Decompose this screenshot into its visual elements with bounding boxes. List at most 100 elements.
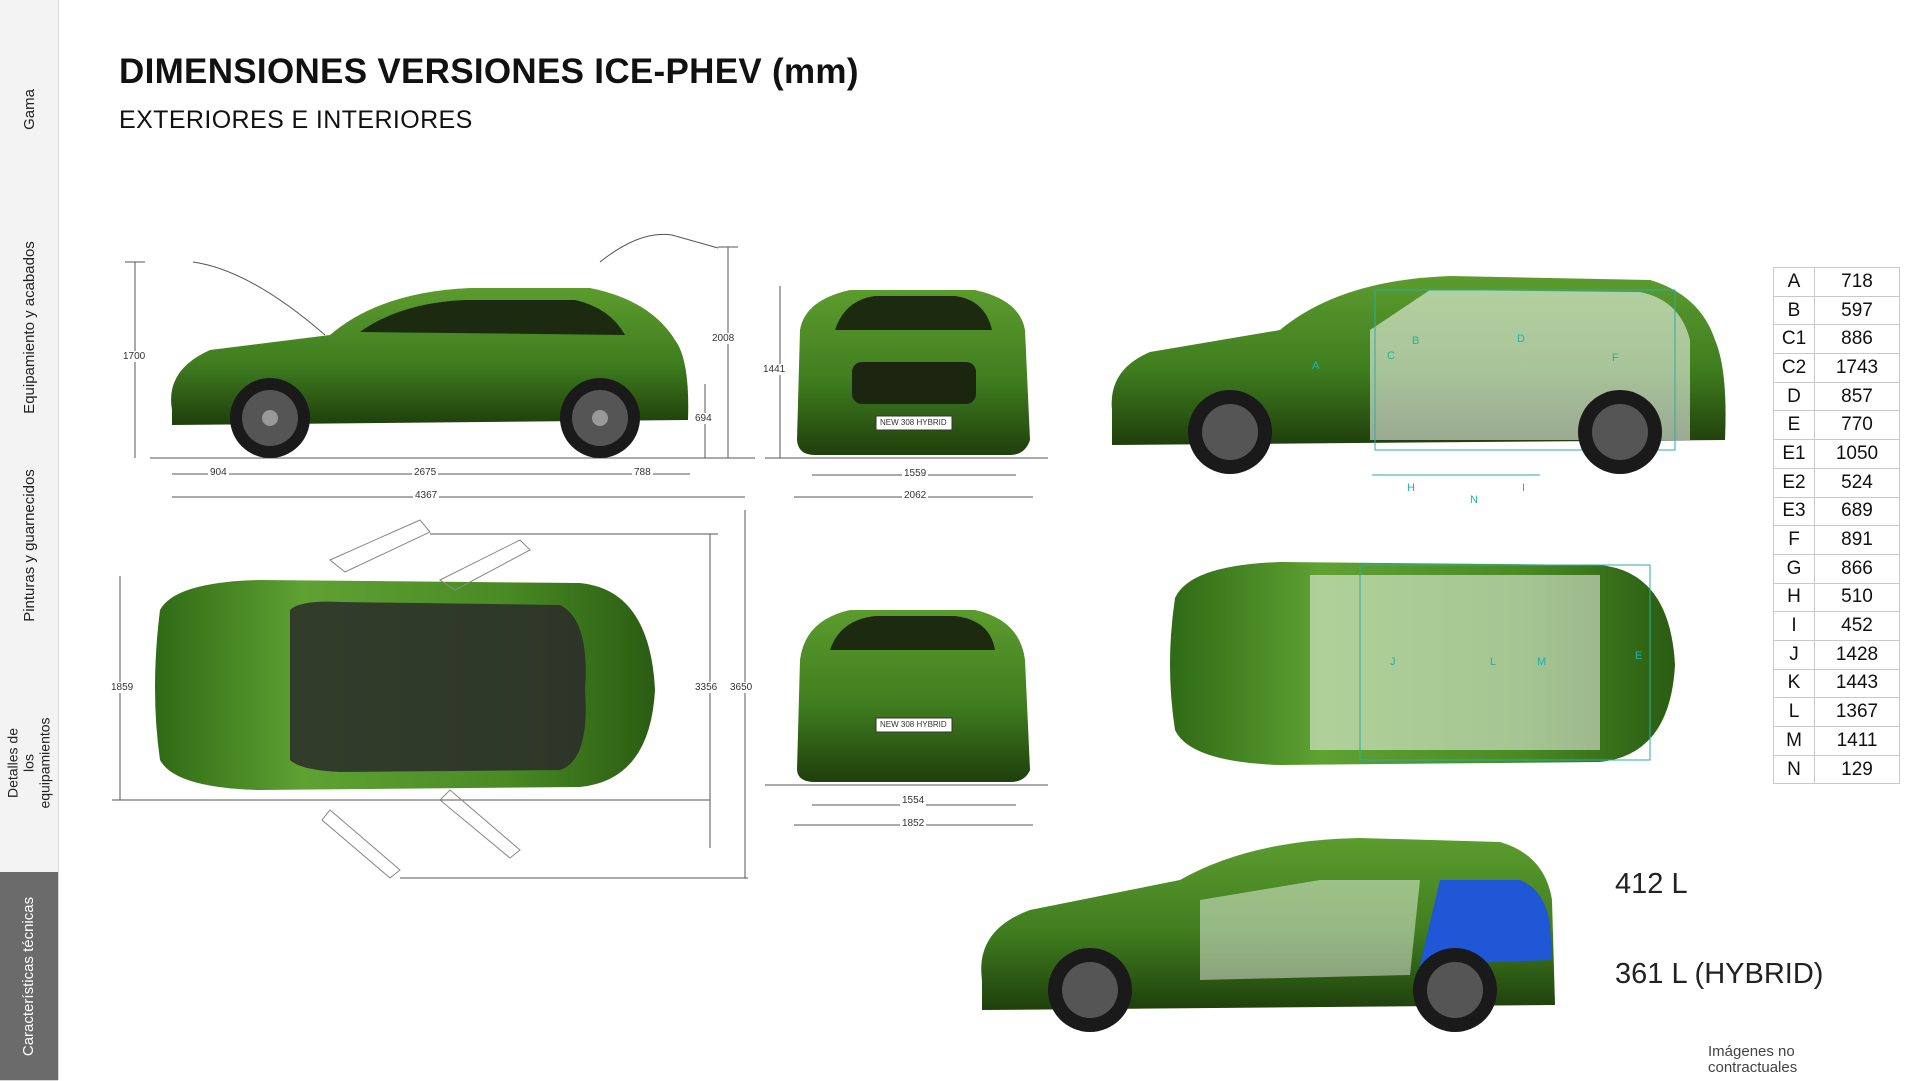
interior-letter: N [1470,494,1478,506]
dim-front-height: 1441 [761,364,788,375]
spec-key: G [1773,553,1815,584]
spec-value: 1443 [1814,668,1900,699]
trunk-capacity-hybrid: 361 L (HYBRID) [1615,958,1824,990]
dim-ground: 694 [693,413,714,424]
rear-plate: NEW 308 HYBRID [880,720,947,729]
interior-letter: J [1390,656,1396,668]
spec-value: 1050 [1814,439,1900,469]
spec-value: 891 [1814,525,1900,555]
spec-key: C2 [1773,353,1815,383]
spec-value: 1743 [1814,353,1900,383]
footnote: Imágenes no contractuales [1708,1043,1798,1076]
spec-value: 597 [1814,295,1900,326]
interior-letter: F [1612,352,1619,364]
tab-caracteristicas[interactable]: Características técnicas [0,872,58,1081]
spec-key: E [1773,410,1815,441]
dim-top-width: 1859 [109,682,136,693]
dim-rear-overhang: 788 [632,467,653,478]
dim-front-overhang: 904 [208,467,229,478]
spec-value: 524 [1814,467,1900,498]
tab-detalles[interactable]: Detalles de los equipamientos [0,654,58,873]
tab-label: Equipamiento y acabados [20,240,38,414]
dim-top-length-total: 3650 [728,682,755,693]
interior-letter: L [1490,656,1497,668]
dim-front-track: 1559 [902,468,929,479]
spec-key: H [1773,582,1815,613]
spec-value: 452 [1814,611,1900,641]
trunk-capacity: 412 L [1615,868,1688,900]
dim-length: 4367 [413,490,440,501]
tab-label: Gama [20,88,38,130]
tab-label: Características técnicas [20,896,38,1056]
tab-equipamiento[interactable]: Equipamiento y acabados [0,218,58,437]
spec-key: I [1773,611,1815,641]
interior-letter: D [1517,333,1525,345]
spec-key: J [1773,639,1815,670]
spec-value: 510 [1814,582,1900,613]
spec-value: 718 [1814,267,1900,297]
spec-key: E2 [1773,467,1815,498]
front-view-car [797,290,1030,455]
spec-key: M [1773,726,1815,756]
rear-view-car [797,610,1030,782]
spec-key: L [1773,697,1815,727]
spec-key: K [1773,668,1815,699]
spec-value: 1367 [1814,697,1900,727]
tab-label: Pinturas y guarnecidos [20,468,38,622]
side-nav: Gama Equipamiento y acabados Pinturas y … [0,0,59,1081]
page-subtitle: EXTERIORES E INTERIORES [119,106,473,134]
interior-side-car [1111,276,1726,476]
interior-letter: E [1635,650,1643,662]
tab-label: Detalles de los equipamientos [5,717,53,809]
dim-front-width: 2062 [902,490,929,501]
spec-key: N [1773,754,1815,785]
spec-key: B [1773,295,1815,326]
dim-rear-track: 1554 [900,795,927,806]
page-title: DIMENSIONES VERSIONES ICE-PHEV (mm) [119,52,859,91]
spec-value: 1428 [1814,639,1900,670]
spec-key: D [1773,381,1815,412]
spec-key: F [1773,525,1815,555]
spec-key: E1 [1773,439,1815,469]
dim-rear-width: 1852 [900,818,927,829]
tab-gama[interactable]: Gama [0,0,58,219]
dim-wheelbase: 2675 [412,467,439,478]
side-view-car [171,288,689,458]
spec-value: 1411 [1814,726,1900,756]
front-plate: NEW 308 HYBRID [880,418,947,427]
interior-top-car [1170,562,1675,765]
spec-value: 886 [1814,324,1900,355]
spec-key: C1 [1773,324,1815,355]
interior-letter: B [1412,335,1420,347]
tab-pinturas[interactable]: Pinturas y guarnecidos [0,436,58,655]
spec-value: 866 [1814,553,1900,584]
dim-height: 1700 [121,351,148,362]
interior-letter: C [1387,350,1395,362]
interior-letter: A [1312,360,1320,372]
spec-key: A [1773,267,1815,297]
dim-height-open: 2008 [710,333,737,344]
interior-letter: M [1537,656,1547,668]
spec-value: 770 [1814,410,1900,441]
spec-value: 689 [1814,496,1900,527]
spec-value: 857 [1814,381,1900,412]
spec-key: E3 [1773,496,1815,527]
